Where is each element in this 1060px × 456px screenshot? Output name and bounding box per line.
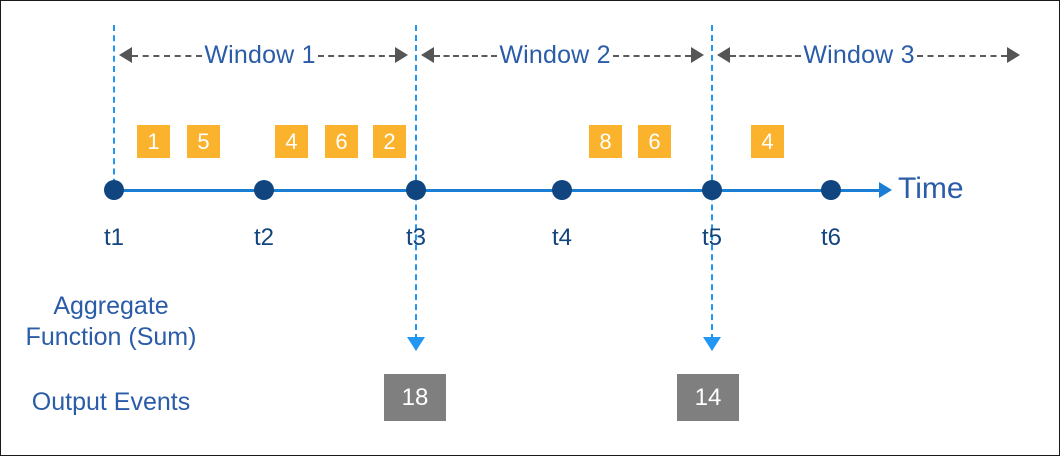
time-axis-label: Time: [898, 172, 964, 205]
input-event-box: 4: [275, 125, 308, 158]
window-1-right-arrow-icon: [395, 47, 408, 63]
time-axis-line: [105, 189, 883, 192]
time-axis-arrow-icon: [879, 182, 892, 198]
timeline-dot-t5: [702, 180, 722, 200]
window-2-label: Window 2: [499, 41, 611, 69]
input-event-box: 8: [589, 125, 622, 158]
tick-label-t6: t6: [820, 224, 841, 251]
aggregate-function-caption: Aggregate Function (Sum): [25, 292, 197, 352]
window-1-left-dash: [132, 55, 202, 57]
timeline-dot-t1: [104, 180, 124, 200]
window-boundary-line-t1: [113, 25, 115, 195]
tick-label-t3: t3: [405, 224, 426, 251]
window-2-right-dash: [613, 55, 691, 57]
input-event-box: 2: [373, 125, 406, 158]
window-2-left-dash: [434, 55, 497, 57]
input-event-box: 1: [137, 125, 170, 158]
input-event-box: 6: [325, 125, 358, 158]
timeline-dot-t2: [254, 180, 274, 200]
timeline-dot-t6: [821, 180, 841, 200]
input-event-box: 5: [187, 125, 220, 158]
output-event-box: 18: [384, 374, 446, 421]
window-2-right-arrow-icon: [691, 47, 704, 63]
window-3-right-dash: [917, 55, 1007, 57]
window-3-left-dash: [730, 55, 801, 57]
tick-label-t2: t2: [253, 224, 274, 251]
tick-label-t5: t5: [701, 224, 722, 251]
output-events-caption: Output Events: [31, 388, 191, 416]
input-event-box: 4: [751, 125, 784, 158]
window-3-right-arrow-icon: [1007, 47, 1020, 63]
output-event-box: 14: [677, 374, 739, 421]
tick-label-t4: t4: [551, 224, 572, 251]
window-3-left-arrow-icon: [717, 47, 730, 63]
tick-label-t1: t1: [103, 224, 124, 251]
input-event-box: 6: [638, 125, 671, 158]
window-1-right-dash: [318, 55, 395, 57]
timeline-dot-t3: [406, 180, 426, 200]
timeline-dot-t4: [552, 180, 572, 200]
window-3-label: Window 3: [803, 41, 915, 69]
window-1-left-arrow-icon: [119, 47, 132, 63]
window-boundary-arrow-t3: [407, 337, 425, 351]
window-boundary-arrow-t5: [703, 337, 721, 351]
window-1-label: Window 1: [204, 41, 316, 69]
window-2-left-arrow-icon: [421, 47, 434, 63]
